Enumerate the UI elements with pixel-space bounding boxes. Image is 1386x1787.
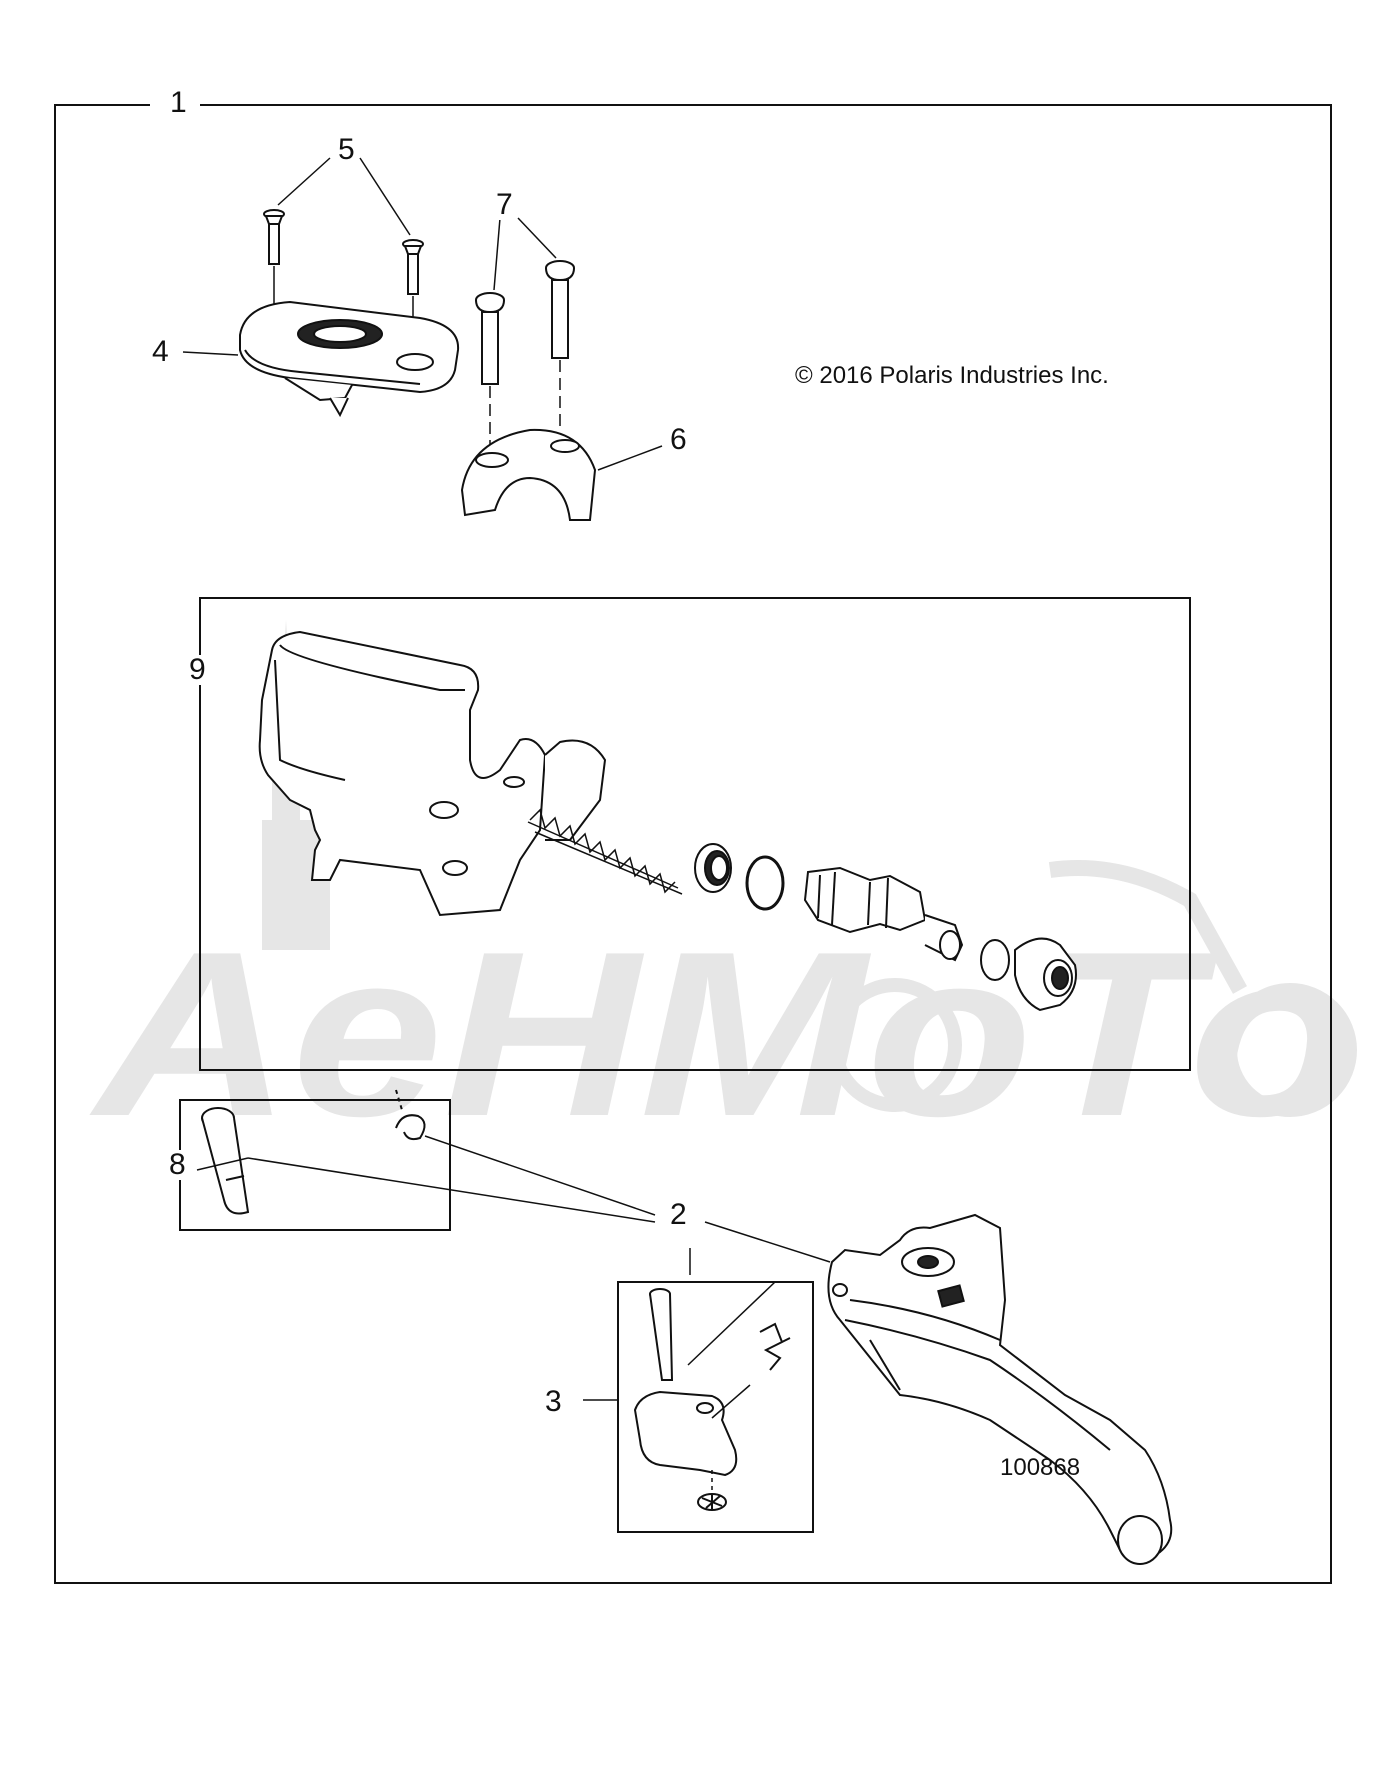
bolt-7-right <box>545 260 575 359</box>
box-9 <box>199 597 1191 1071</box>
spring <box>527 808 683 895</box>
callout-5: 5 <box>334 135 359 165</box>
leaders-8-2 <box>196 1135 656 1223</box>
washer-boot <box>980 937 1077 1012</box>
reservoir-cover-4 <box>239 300 460 418</box>
screw-5-left <box>263 209 285 265</box>
callout-2: 2 <box>666 1200 691 1230</box>
screw-5-right <box>402 239 424 295</box>
callout-7: 7 <box>492 190 517 220</box>
callout-8: 8 <box>165 1150 190 1180</box>
leader-6 <box>597 445 663 471</box>
leaders-5 <box>273 157 414 345</box>
clamp-6 <box>460 428 597 521</box>
callout-4: 4 <box>148 337 173 367</box>
callout-3: 3 <box>541 1387 566 1417</box>
master-cylinder-body <box>258 630 607 917</box>
drawing-number: 100868 <box>1000 1454 1081 1481</box>
seal-primary <box>694 843 732 893</box>
leaders-2 <box>689 1221 831 1275</box>
callout-1: 1 <box>166 88 191 118</box>
seal-secondary <box>745 855 785 911</box>
copyright-notice: © 2016 Polaris Industries Inc. <box>795 362 1109 389</box>
callout-9: 9 <box>185 655 210 685</box>
pivot-pin-8 <box>201 1107 250 1215</box>
leaders-7 <box>489 217 561 450</box>
callout-6: 6 <box>666 425 691 455</box>
adjuster-assembly-3 <box>633 1288 791 1511</box>
piston <box>803 866 964 962</box>
outer-frame <box>54 104 1332 1584</box>
watermark-logo: AeHMoTo <box>89 620 1357 1165</box>
box-3 <box>617 1281 814 1533</box>
bolt-7-left <box>475 292 505 385</box>
clip-8 <box>395 1089 426 1141</box>
leader-4 <box>182 351 239 356</box>
brake-lever-2 <box>827 1213 1173 1565</box>
leaders-3 <box>583 1281 776 1492</box>
